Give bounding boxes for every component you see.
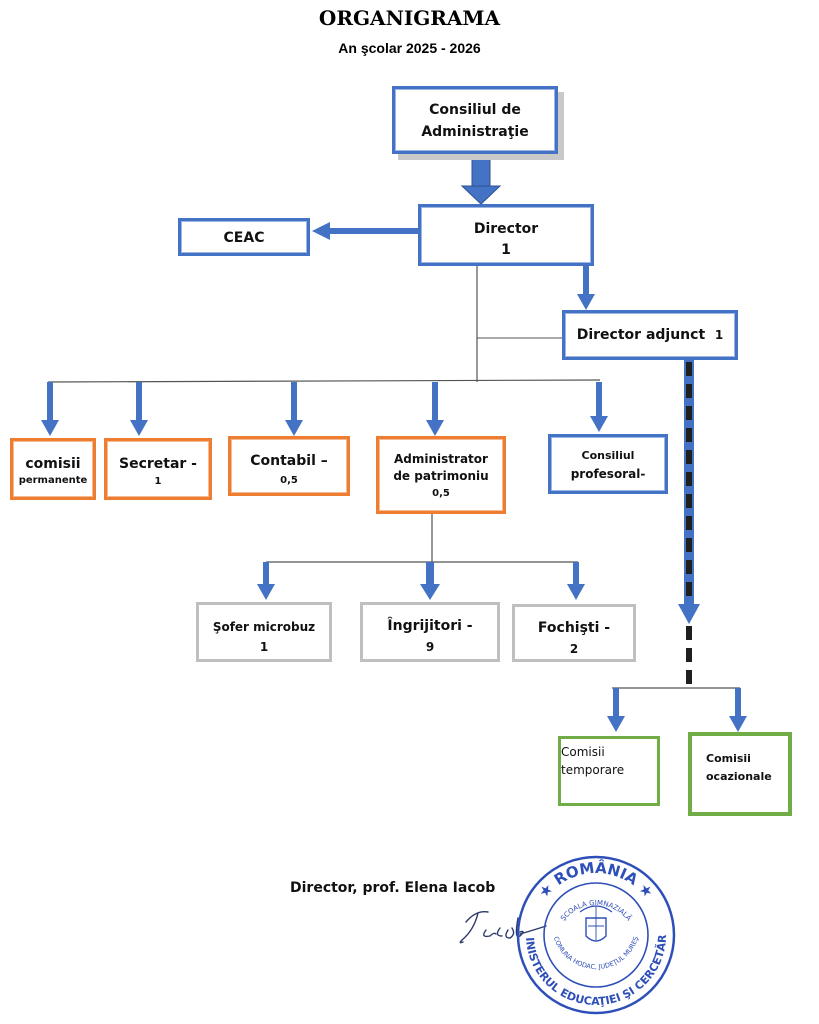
node-label: ocazionale	[706, 770, 772, 783]
node-comisii-permanente: comisii permanente	[10, 438, 96, 500]
node-director: Director 1	[418, 204, 594, 266]
node-value: 1	[714, 328, 724, 342]
node-label: CEAC	[223, 230, 265, 246]
node-comisii-temporare: Comisii temporare	[558, 736, 660, 806]
node-value: 9	[425, 640, 435, 654]
node-label: Director	[473, 221, 539, 237]
node-label: Administrator	[394, 452, 488, 466]
node-label: profesoral-	[570, 467, 646, 481]
node-value: 1	[259, 640, 269, 654]
node-secretar: Secretar - 1	[104, 438, 212, 500]
arrow-consiliu-director	[460, 151, 502, 205]
node-label: de patrimoniu	[393, 469, 489, 483]
arrow-director-ceac	[312, 222, 418, 240]
node-sofer-microbuz: Şofer microbuz 1	[196, 602, 332, 662]
node-value: 0,5	[432, 488, 450, 499]
node-ingrijitori: Îngrijitori - 9	[360, 602, 500, 662]
node-administrator-patrimoniu: Administrator de patrimoniu 0,5	[376, 436, 506, 514]
node-consiliul-profesoral: Consiliul profesoral-	[548, 434, 668, 494]
node-ceac: CEAC	[178, 218, 310, 256]
node-label: temporare	[561, 763, 625, 777]
node-label: Director adjunct 1	[565, 327, 735, 343]
node-label: Îngrijitori -	[387, 618, 473, 634]
node-label: Administraţie	[421, 124, 529, 140]
node-label: Fochişti -	[537, 620, 611, 636]
node-value: 2	[569, 642, 579, 656]
node-label: Contabil –	[250, 453, 328, 469]
node-contabil: Contabil – 0,5	[228, 436, 350, 496]
node-label: permanente	[18, 475, 88, 486]
node-value: 1	[501, 242, 511, 258]
node-fochisti: Fochişti - 2	[512, 604, 636, 662]
node-label: Comisii	[561, 745, 605, 759]
node-value: 1	[154, 476, 162, 487]
node-label: Consiliul	[581, 449, 635, 462]
node-director-adjunct: Director adjunct 1	[562, 310, 738, 360]
signature-label: Director, prof. Elena Iacob	[290, 880, 496, 896]
arrow-director-adjunct	[577, 266, 595, 310]
node-consiliul-administratie: Consiliul de Administraţie	[392, 86, 558, 154]
dashed-arrow-adjunct-comisii	[678, 360, 700, 688]
main-bus-line	[47, 379, 601, 383]
page-subtitle: An şcolar 2025 - 2026	[338, 40, 481, 56]
node-comisii-ocazionale: Comisii ocazionale	[688, 732, 792, 816]
node-label: Secretar -	[118, 456, 197, 472]
node-value: 0,5	[280, 475, 298, 486]
page-title: ORGANIGRAMA	[318, 6, 501, 30]
node-label: comisii	[25, 456, 81, 472]
node-label: Şofer microbuz	[212, 620, 316, 634]
node-label: Comisii	[706, 752, 751, 765]
node-label: Consiliul de	[429, 102, 521, 118]
node-label-text: Director adjunct	[576, 327, 706, 343]
arrows-row-level3	[257, 562, 585, 600]
arrows-row-level2	[41, 382, 608, 436]
arrows-row-comisii	[607, 688, 747, 732]
